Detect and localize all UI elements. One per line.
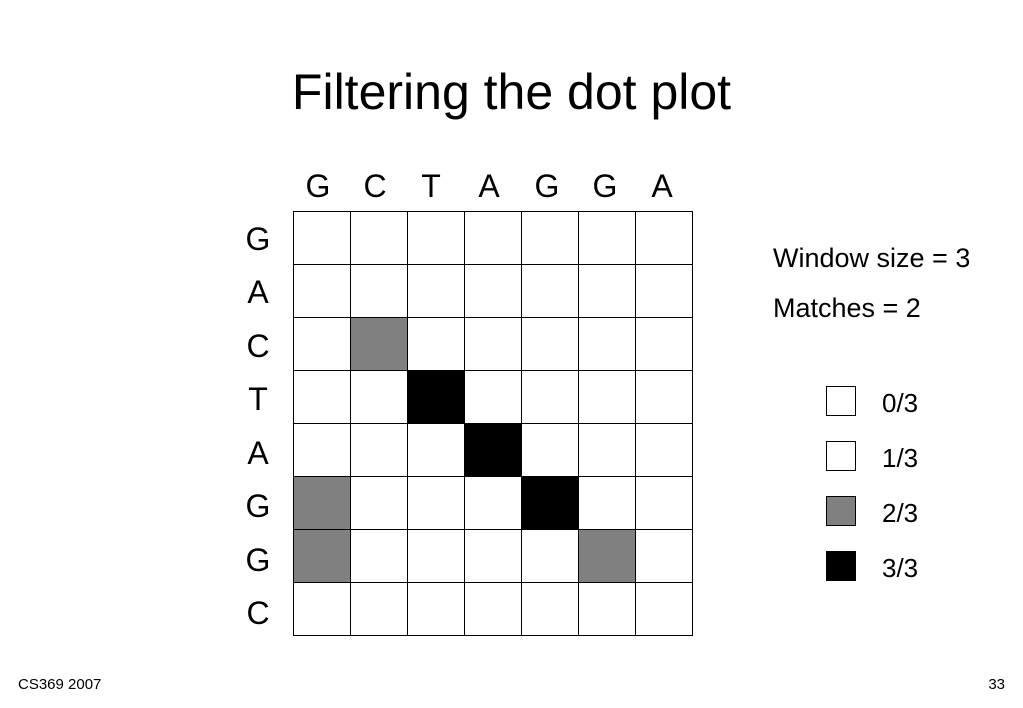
row-header: G [245, 488, 271, 524]
row-header: A [247, 274, 269, 310]
grid-cell [578, 211, 636, 265]
matches-text: Matches = 2 [773, 293, 921, 323]
grid-cell [521, 423, 579, 477]
grid-cell [578, 476, 636, 530]
legend-swatch [826, 386, 856, 416]
grid-cell [293, 476, 351, 530]
footer-page-number: 33 [988, 676, 1005, 693]
legend-label: 2/3 [882, 498, 919, 528]
grid-cell [578, 264, 636, 318]
grid-cell [350, 529, 408, 583]
grid-cell [350, 370, 408, 424]
grid-row [293, 423, 693, 477]
grid-cell [578, 529, 636, 583]
grid-cell [464, 211, 522, 265]
grid-row [293, 264, 693, 318]
row-header: C [246, 328, 270, 364]
column-header: G [305, 168, 331, 204]
grid-cell [521, 529, 579, 583]
legend-swatch [826, 441, 856, 471]
grid-row [293, 529, 693, 583]
grid-cell [521, 211, 579, 265]
grid-cell [464, 370, 522, 424]
legend-label: 0/3 [882, 388, 919, 418]
grid-cell [578, 370, 636, 424]
grid-cell [635, 370, 693, 424]
grid-row [293, 582, 693, 636]
dot-plot-grid [293, 211, 693, 636]
legend-swatch [826, 496, 856, 526]
column-header: C [363, 168, 387, 204]
grid-cell [635, 423, 693, 477]
grid-cell [350, 582, 408, 636]
column-header: A [478, 168, 500, 204]
grid-cell [407, 264, 465, 318]
grid-cell [521, 370, 579, 424]
grid-cell [293, 423, 351, 477]
grid-cell [293, 317, 351, 371]
legend-swatch [826, 551, 856, 581]
grid-cell [635, 264, 693, 318]
column-header: G [534, 168, 560, 204]
grid-cell [635, 317, 693, 371]
grid-cell [293, 370, 351, 424]
grid-cell [407, 423, 465, 477]
row-header: C [246, 595, 270, 631]
legend-label: 1/3 [882, 443, 919, 473]
grid-cell [578, 317, 636, 371]
grid-cell [407, 476, 465, 530]
grid-cell [407, 211, 465, 265]
grid-cell [464, 423, 522, 477]
grid-cell [407, 582, 465, 636]
grid-cell [521, 264, 579, 318]
grid-cell [407, 370, 465, 424]
row-header: G [245, 542, 271, 578]
grid-cell [635, 211, 693, 265]
slide-title: Filtering the dot plot [291, 64, 732, 120]
grid-cell [521, 476, 579, 530]
grid-cell [293, 264, 351, 318]
grid-cell [464, 582, 522, 636]
grid-cell [350, 211, 408, 265]
grid-cell [464, 264, 522, 318]
grid-row [293, 370, 693, 424]
grid-cell [521, 317, 579, 371]
grid-cell [464, 476, 522, 530]
grid-cell [293, 582, 351, 636]
grid-cell [407, 317, 465, 371]
column-header: A [651, 168, 673, 204]
row-header: G [245, 221, 271, 257]
grid-cell [635, 476, 693, 530]
grid-cell [578, 582, 636, 636]
footer-course: CS369 2007 [18, 676, 102, 693]
column-header: G [592, 168, 618, 204]
grid-row [293, 317, 693, 371]
grid-cell [635, 582, 693, 636]
column-header: T [421, 168, 441, 204]
row-header: T [248, 381, 268, 417]
grid-cell [350, 317, 408, 371]
grid-cell [293, 211, 351, 265]
grid-cell [464, 317, 522, 371]
grid-cell [350, 476, 408, 530]
window-size-text: Window size = 3 [773, 243, 971, 273]
grid-cell [578, 423, 636, 477]
legend-label: 3/3 [882, 553, 919, 583]
grid-row [293, 476, 693, 530]
grid-cell [350, 264, 408, 318]
grid-cell [350, 423, 408, 477]
grid-cell [407, 529, 465, 583]
row-header: A [247, 435, 269, 471]
grid-cell [521, 582, 579, 636]
grid-cell [464, 529, 522, 583]
grid-row [293, 211, 693, 265]
grid-cell [635, 529, 693, 583]
grid-cell [293, 529, 351, 583]
